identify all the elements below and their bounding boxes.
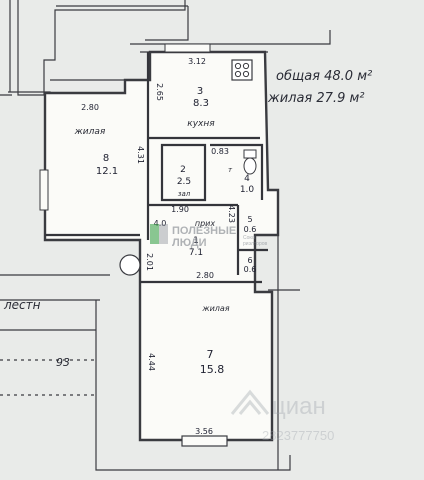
room-2-area: 2.5: [177, 177, 191, 187]
window-left: [39, 169, 49, 211]
window-bottom: [181, 435, 228, 447]
brand-logo-bar-gray: [159, 224, 168, 244]
dim-kitchen-left: 2.65: [155, 83, 164, 101]
brand-small-1: Союз: [243, 235, 256, 241]
brand-line-2: ЛЮДИ: [172, 237, 207, 249]
dim-hall-left: 4.0: [154, 219, 167, 228]
room-5-area: 0.6: [244, 225, 257, 234]
dim-hall-side: 2.01: [145, 253, 154, 271]
room-3-name: кухня: [187, 119, 215, 129]
room-3-number: 3: [197, 86, 203, 97]
stove: [231, 59, 253, 81]
listing-watermark: циан 2823777750: [230, 389, 334, 443]
listing-id: 2823777750: [262, 428, 334, 443]
dim-bath-top: 0.83: [211, 147, 229, 156]
room-6-area: 0.6: [244, 265, 257, 274]
stairs-marker: [119, 254, 141, 276]
room-7-number: 7: [207, 348, 214, 361]
brand-watermark: ПОЛЕЗНЫЕ ЛЮДИ Союз риэлторов: [150, 224, 268, 249]
room-8-area: 12.1: [96, 166, 118, 177]
room-2-name: зал: [178, 190, 191, 198]
room-4-name: т: [228, 166, 233, 174]
room-8-number: 8: [103, 153, 109, 164]
toilet: [243, 149, 257, 175]
room-5-number: 5: [247, 215, 252, 224]
room-1-area: 7.1: [189, 248, 203, 258]
room-1-name: прих: [195, 219, 216, 228]
room-7-name: жилая: [201, 304, 229, 313]
dim-hall-bottom: 2.80: [196, 271, 214, 280]
brand-line-1: ПОЛЕЗНЫЕ: [172, 225, 236, 237]
room-1-number: 1: [193, 236, 199, 246]
dim-hall-right: 4.23: [227, 205, 236, 223]
room-3-area: 8.3: [193, 98, 209, 109]
interior-walls: [45, 52, 268, 284]
listing-brand: циан: [272, 393, 326, 420]
listing-logo-icon: [230, 389, 270, 415]
total-area-text: общая 48.0 м²: [276, 69, 372, 84]
brand-small-2: риэлторов: [243, 241, 268, 247]
window-top: [164, 43, 211, 53]
right-outline: [268, 200, 300, 470]
dim-kitchen-width: 3.12: [188, 57, 206, 66]
room-2-number: 2: [180, 165, 186, 175]
side-note-upper: лестн: [3, 298, 41, 312]
lower-left-outline: [0, 274, 291, 471]
room-7-area: 15.8: [200, 363, 225, 376]
dim-room8-top: 2.80: [81, 103, 99, 112]
dim-room7-side: 4.44: [147, 353, 156, 371]
dim-room8-side: 4.31: [136, 146, 145, 164]
room-4-area: 1.0: [240, 185, 255, 195]
room-4-number: 4: [244, 174, 250, 184]
room-6-number: 6: [247, 256, 252, 265]
room-8-name: жилая: [74, 127, 106, 137]
side-note-lower: 93: [56, 356, 70, 369]
dim-hall-top: 1.90: [171, 205, 189, 214]
dim-room7-bottom: 3.56: [195, 427, 213, 436]
brand-logo-bar: [150, 224, 159, 244]
living-area-text: жилая 27.9 м²: [267, 91, 364, 106]
